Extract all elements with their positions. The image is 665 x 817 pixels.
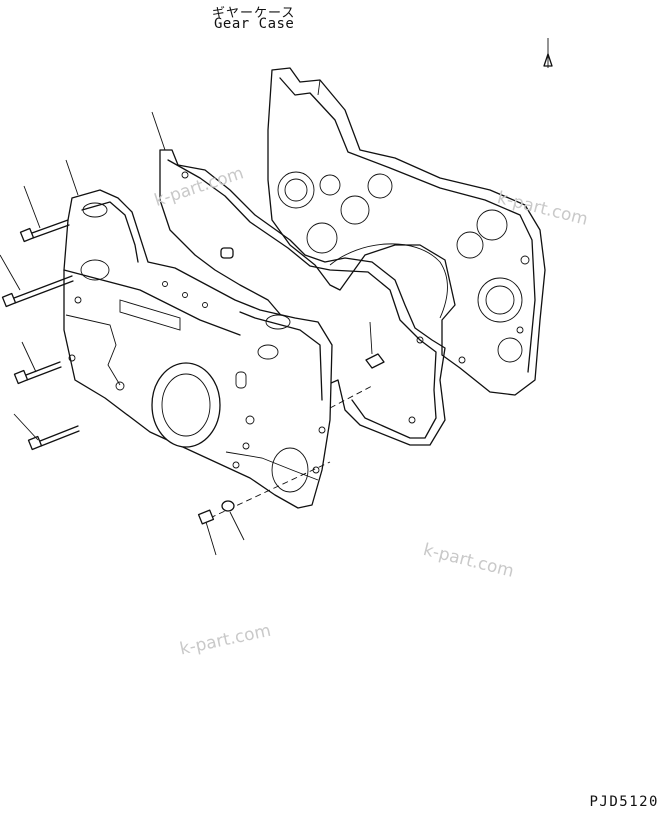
gear-case-label-japanese: ギヤーケース	[212, 6, 296, 21]
bolt-upper-left	[19, 219, 70, 243]
drawing-code: PJD5120	[589, 794, 659, 810]
gear-case	[267, 67, 546, 396]
dowel-pin-lower	[365, 353, 385, 369]
bolt-bottom-front	[197, 509, 215, 525]
bolt-middle-left	[13, 361, 62, 385]
front-cover	[63, 189, 333, 509]
bolt-long-left	[1, 275, 74, 308]
gear-case-label: Gear Case	[214, 16, 295, 32]
gasket	[159, 149, 448, 446]
dowel-pin-upper	[220, 247, 234, 259]
leader-lines	[0, 38, 553, 556]
washer-bottom-front	[221, 500, 235, 512]
